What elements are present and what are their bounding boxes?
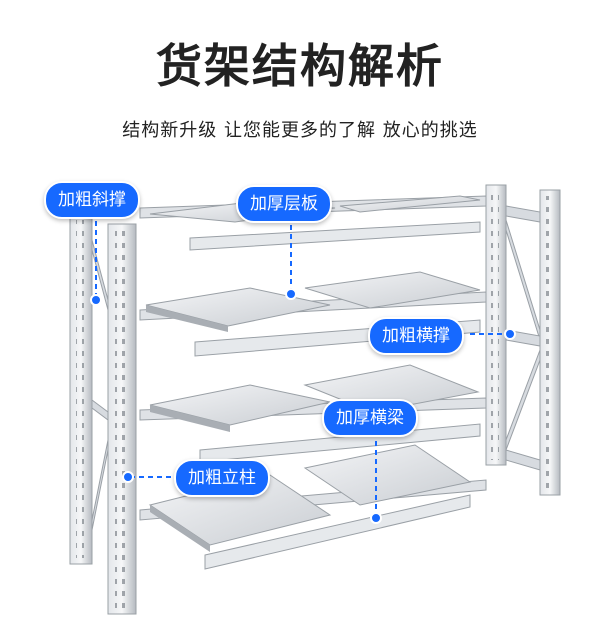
page-subtitle: 结构新升级 让您能更多的了解 放心的挑选 bbox=[122, 120, 478, 141]
callout-cross-brace: 加粗斜撑 bbox=[44, 181, 140, 219]
callout-leaders bbox=[90, 212, 516, 524]
page-title: 货架结构解析 bbox=[156, 39, 444, 93]
callout-upright: 加粗立柱 bbox=[174, 459, 270, 497]
shelf-level-4 bbox=[148, 444, 472, 570]
callout-horizontal-brace: 加粗横撑 bbox=[368, 317, 464, 355]
left-upright-frame bbox=[69, 213, 137, 615]
callout-beam: 加厚横梁 bbox=[322, 399, 418, 437]
callout-shelf-board: 加厚层板 bbox=[236, 185, 332, 223]
right-upright-frame bbox=[485, 184, 561, 496]
